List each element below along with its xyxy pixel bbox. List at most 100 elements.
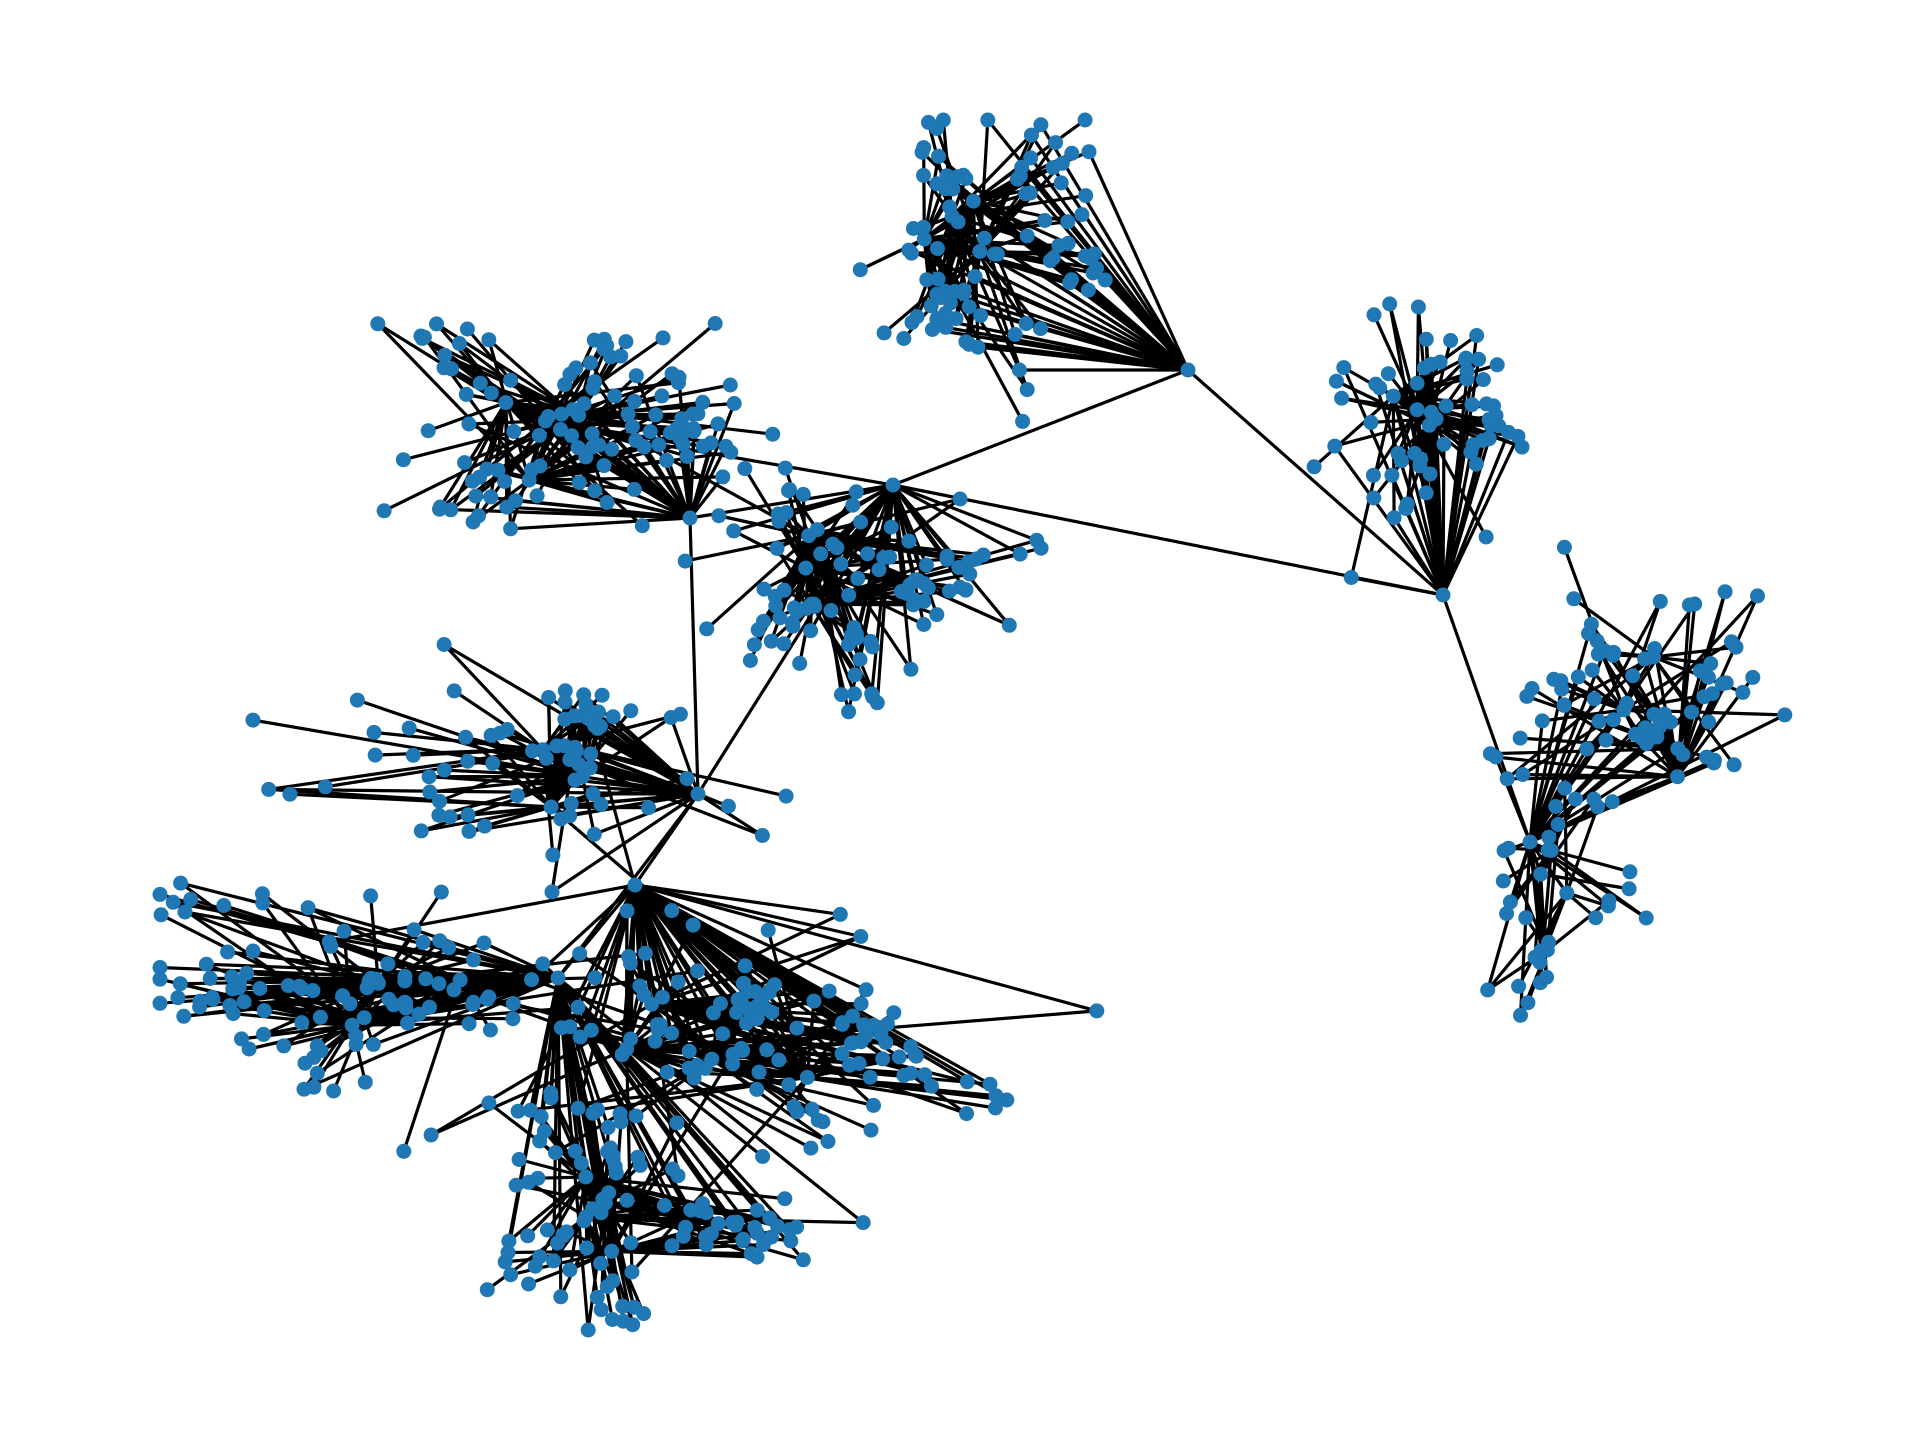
graph-node [1033, 540, 1049, 556]
graph-node [1481, 431, 1497, 447]
graph-node [508, 1177, 524, 1193]
graph-node [1554, 681, 1570, 697]
graph-node [173, 875, 189, 891]
graph-node [562, 1262, 578, 1278]
graph-node [1019, 228, 1035, 244]
graph-node [801, 528, 817, 544]
graph-node [446, 683, 462, 699]
graph-node [401, 720, 417, 736]
graph-node [1590, 799, 1606, 815]
graph-node [1033, 117, 1049, 133]
graph-node [498, 395, 514, 411]
graph-node [525, 743, 540, 759]
graph-node [1012, 546, 1028, 562]
graph-node [853, 514, 869, 530]
graph-edge [778, 533, 811, 620]
graph-edge [513, 499, 692, 520]
graph-node [1382, 296, 1398, 312]
graph-node [623, 703, 639, 719]
graph-node [520, 1228, 536, 1244]
graph-node [710, 416, 726, 432]
graph-edge [1441, 434, 1520, 597]
graph-node [436, 360, 452, 376]
graph-node [1581, 626, 1596, 641]
graph-node [623, 1235, 639, 1251]
graph-node [737, 958, 753, 974]
graph-node [506, 424, 522, 439]
graph-node [529, 488, 545, 504]
graph-node [901, 533, 917, 549]
graph-node [1380, 366, 1396, 382]
graph-node [1015, 413, 1031, 429]
graph-edge [633, 883, 757, 994]
graph-node [845, 497, 861, 513]
graph-edge [683, 533, 811, 563]
graph-node [742, 653, 758, 668]
graph-node [1579, 741, 1595, 757]
graph-node [776, 582, 792, 598]
graph-edge [1390, 473, 1445, 597]
graph-node [483, 727, 499, 743]
graph-edge [967, 249, 982, 346]
graph-node [1001, 617, 1017, 633]
graph-node [232, 974, 247, 990]
graph-edge [171, 900, 354, 1027]
graph-node [585, 786, 601, 802]
graph-node [553, 1289, 569, 1305]
graph-node [398, 995, 414, 1011]
graph-edge [402, 978, 462, 1153]
graph-edge [633, 792, 700, 887]
graph-node [152, 886, 168, 902]
graph-node [1570, 669, 1586, 685]
graph-node [497, 474, 513, 489]
graph-node [562, 808, 578, 824]
graph-edge [282, 981, 380, 1048]
graph-node [1499, 906, 1515, 922]
graph-node [336, 923, 352, 939]
graph-node [619, 1192, 635, 1208]
graph-node [300, 900, 316, 916]
graph-node [1022, 185, 1038, 201]
graph-node [1638, 910, 1654, 926]
graph-edge [633, 883, 863, 939]
graph-node [1534, 713, 1550, 729]
graph-edge [858, 237, 926, 272]
graph-node [916, 617, 932, 632]
graph-edge [371, 976, 560, 1047]
graph-node [935, 112, 951, 128]
graph-edge [376, 946, 451, 985]
graph-node [594, 687, 610, 703]
graph-node [847, 667, 863, 683]
graph-edge [922, 213, 1084, 241]
graph-node [918, 557, 934, 573]
graph-node [1717, 584, 1733, 600]
graph-node [554, 406, 569, 422]
graph-edge [1505, 775, 1680, 781]
graph-node [756, 581, 772, 597]
graph-node [1532, 975, 1548, 991]
graph-node [1051, 238, 1067, 254]
graph-node [386, 997, 401, 1013]
graph-node [490, 462, 506, 478]
graph-node [715, 469, 731, 485]
graph-node [682, 510, 698, 526]
graph-node [539, 1222, 555, 1238]
graph-node [415, 934, 431, 950]
graph-node [825, 536, 841, 552]
graph-node [737, 461, 753, 477]
graph-edge [556, 883, 637, 980]
graph-edge [1528, 649, 1607, 844]
graph-node [1647, 641, 1663, 656]
graph-edge [1528, 732, 1637, 844]
graph-node [614, 1047, 630, 1063]
graph-edge [1539, 872, 1631, 891]
graph-node [1548, 799, 1564, 814]
graph-node [686, 422, 702, 438]
graph-node [505, 996, 521, 1012]
graph-edge [633, 883, 868, 992]
graph-node [683, 1202, 699, 1218]
graph-node [711, 508, 727, 524]
graph-node [932, 290, 948, 306]
graph-node [729, 1214, 745, 1230]
graph-node [886, 1005, 902, 1021]
